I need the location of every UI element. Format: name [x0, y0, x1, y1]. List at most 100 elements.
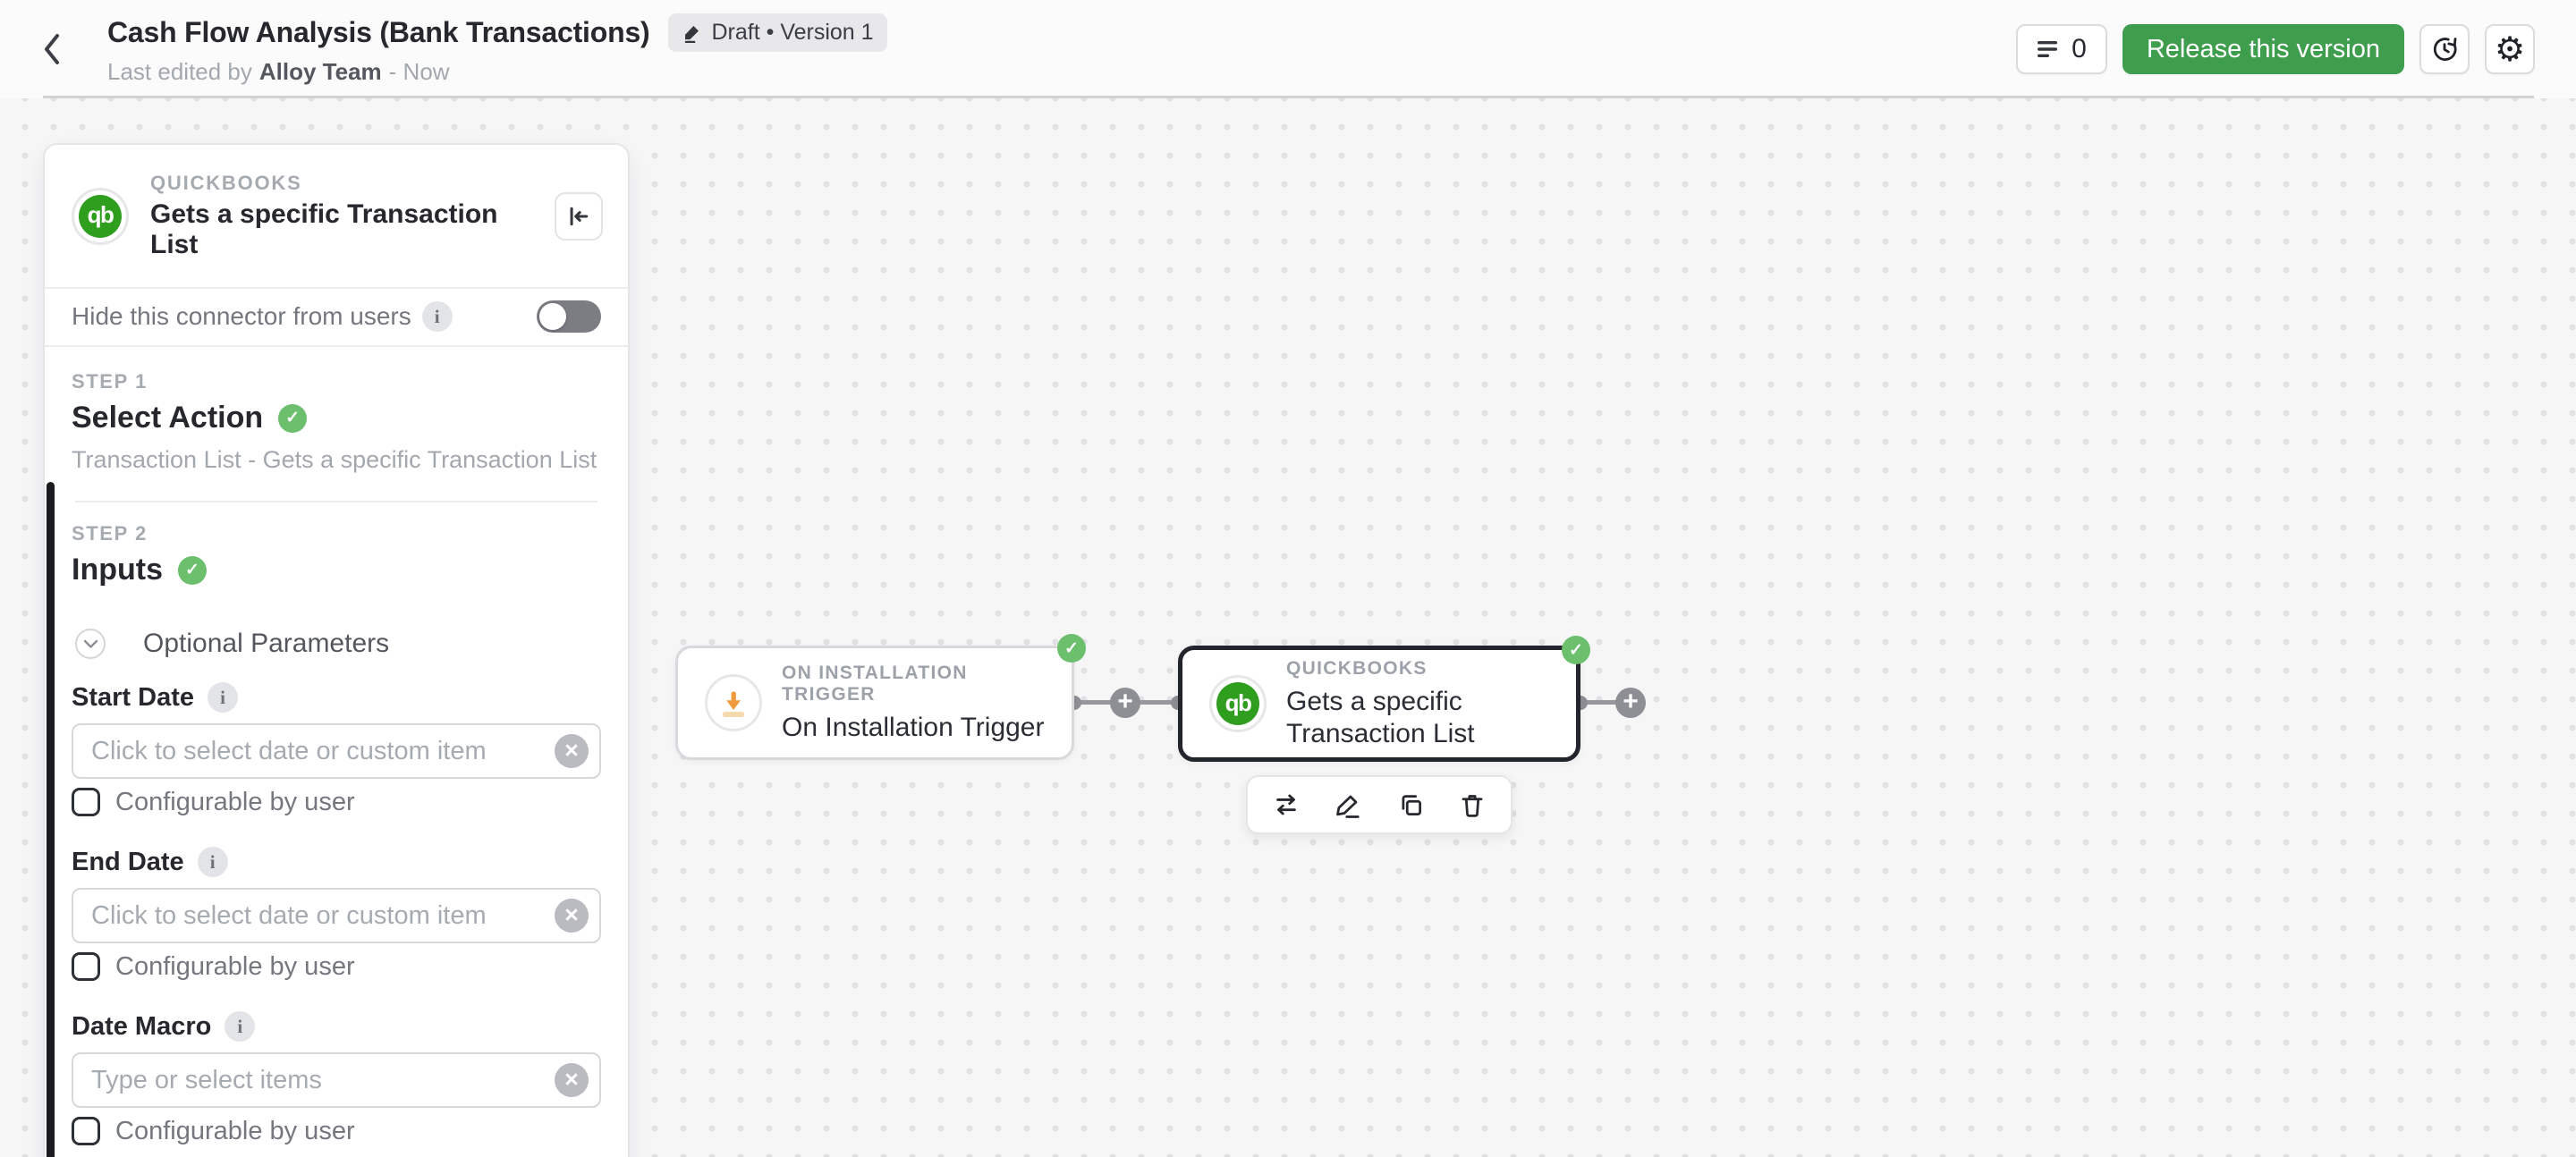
info-icon[interactable]: i	[208, 682, 238, 713]
edit-pencil-icon	[682, 22, 702, 43]
top-bar: Cash Flow Analysis (Bank Transactions) D…	[0, 0, 2576, 98]
add-node-button[interactable]: +	[1615, 688, 1646, 718]
version-history-button[interactable]	[2419, 24, 2470, 74]
field-start-date: Start Date i × Configurable by user	[72, 682, 601, 816]
parameter-fields: Start Date i × Configurable by user End …	[45, 682, 628, 1157]
step-2-title: Inputs	[72, 553, 163, 587]
issues-counter-button[interactable]: 0	[2016, 24, 2107, 74]
back-button[interactable]	[41, 22, 82, 76]
chevron-down-icon	[83, 639, 98, 649]
end-date-input[interactable]	[72, 888, 601, 943]
page-title: Cash Flow Analysis (Bank Transactions)	[107, 15, 650, 48]
clear-input-icon[interactable]: ×	[555, 1063, 589, 1097]
configurable-label: Configurable by user	[115, 951, 355, 981]
step-1-description: Transaction List - Gets a specific Trans…	[72, 446, 597, 473]
version-badge-label: Draft • Version 1	[711, 19, 874, 45]
node-title: Gets a specific Transaction List	[1286, 686, 1475, 748]
release-version-button[interactable]: Release this version	[2122, 24, 2404, 74]
start-date-input[interactable]	[72, 723, 601, 779]
info-icon[interactable]: i	[197, 847, 228, 877]
panel-header: qb QUICKBOOKS Gets a specific Transactio…	[45, 145, 628, 287]
configurable-checkbox[interactable]	[72, 952, 100, 981]
hide-connector-label: Hide this connector from users	[72, 302, 411, 330]
node-category: QUICKBOOKS	[1286, 657, 1428, 679]
plus-icon: +	[1117, 686, 1133, 716]
delete-node-button[interactable]	[1451, 783, 1494, 826]
info-icon[interactable]: i	[225, 1011, 256, 1042]
workflow-title-block: Cash Flow Analysis (Bank Transactions) D…	[107, 13, 887, 86]
node-on-installation-trigger[interactable]: ON INSTALLATION TRIGGER On Installation …	[675, 634, 1086, 760]
version-badge: Draft • Version 1	[667, 13, 887, 52]
quickbooks-logo-circle: qb	[72, 187, 129, 245]
swap-arrows-icon	[1273, 791, 1300, 818]
top-actions: 0 Release this version ⚙	[2016, 24, 2535, 74]
last-edited-text: Last edited by Alloy Team - Now	[107, 58, 887, 86]
field-label: Date Macro	[72, 1011, 212, 1041]
collapse-panel-button[interactable]	[555, 191, 603, 241]
info-icon[interactable]: i	[421, 301, 453, 332]
connector-config-panel: qb QUICKBOOKS Gets a specific Transactio…	[43, 143, 630, 1157]
status-check-icon: ✓	[1057, 634, 1086, 663]
switch-connector-button[interactable]	[1265, 783, 1308, 826]
configurable-checkbox[interactable]	[72, 788, 100, 816]
connector-edge	[1580, 700, 1631, 705]
add-node-button[interactable]: +	[1110, 688, 1140, 718]
edit-node-button[interactable]	[1326, 783, 1369, 826]
divider	[75, 501, 597, 502]
collapse-left-icon	[566, 204, 591, 229]
collapse-section-button[interactable]	[75, 629, 106, 659]
divider	[45, 345, 628, 347]
duplicate-node-button[interactable]	[1389, 783, 1432, 826]
divider	[45, 287, 628, 289]
node-category: ON INSTALLATION TRIGGER	[782, 662, 968, 705]
install-download-icon	[716, 686, 750, 720]
hide-connector-row: Hide this connector from users i	[45, 289, 628, 345]
date-macro-input[interactable]	[72, 1052, 601, 1108]
step-1-title: Select Action	[72, 401, 264, 435]
last-edited-prefix: Last edited by	[107, 57, 252, 85]
node-quickbooks-action[interactable]: qb QUICKBOOKS Gets a specific Transactio…	[1178, 636, 1590, 762]
hide-connector-toggle[interactable]	[537, 300, 601, 333]
optional-parameters-label: Optional Parameters	[143, 629, 390, 658]
quickbooks-logo-icon: qb	[79, 194, 122, 238]
step-2-label: STEP 2	[72, 522, 148, 545]
last-edited-author: Alloy Team	[258, 57, 382, 85]
connector-action-title: Gets a specific Transaction List	[150, 199, 498, 259]
node-title: On Installation Trigger	[782, 712, 1045, 742]
field-end-date: End Date i × Configurable by user	[72, 847, 601, 981]
configurable-label: Configurable by user	[115, 1116, 355, 1145]
quickbooks-icon-circle: qb	[1209, 675, 1267, 732]
field-date-macro: Date Macro i × Configurable by user	[72, 1011, 601, 1145]
history-clock-icon	[2430, 35, 2459, 63]
gear-icon: ⚙	[2494, 30, 2526, 69]
configurable-checkbox[interactable]	[72, 1117, 100, 1145]
step-2-section: STEP 2 Inputs ✓	[45, 502, 628, 587]
chevron-left-icon	[41, 31, 63, 67]
step-complete-check-icon: ✓	[177, 555, 207, 585]
clear-input-icon[interactable]: ×	[555, 899, 589, 933]
trigger-icon-circle	[705, 674, 762, 731]
pencil-icon	[1335, 791, 1361, 818]
field-label: End Date	[72, 847, 184, 876]
issues-count: 0	[2072, 34, 2087, 63]
clear-input-icon[interactable]: ×	[555, 734, 589, 768]
toggle-knob	[539, 303, 566, 330]
status-check-icon: ✓	[1562, 636, 1590, 664]
list-lines-icon	[2037, 38, 2060, 60]
optional-parameters-row: Optional Parameters	[45, 629, 628, 659]
settings-button[interactable]: ⚙	[2485, 24, 2535, 74]
trigger-node-text: ON INSTALLATION TRIGGER On Installation …	[782, 663, 1048, 744]
panel-scrollbar[interactable]	[47, 482, 55, 1157]
last-edited-time: - Now	[388, 57, 450, 85]
configurable-label: Configurable by user	[115, 787, 355, 816]
field-label: Start Date	[72, 682, 194, 712]
panel-header-text: QUICKBOOKS Gets a specific Transaction L…	[150, 172, 533, 260]
node-toolbar	[1246, 775, 1513, 834]
action-node-text: QUICKBOOKS Gets a specific Transaction L…	[1286, 658, 1563, 750]
step-1-label: STEP 1	[72, 370, 148, 393]
header-divider	[43, 96, 2534, 98]
quickbooks-logo-icon: qb	[1216, 682, 1259, 725]
connector-name: QUICKBOOKS	[150, 172, 302, 194]
trash-icon	[1459, 791, 1486, 818]
